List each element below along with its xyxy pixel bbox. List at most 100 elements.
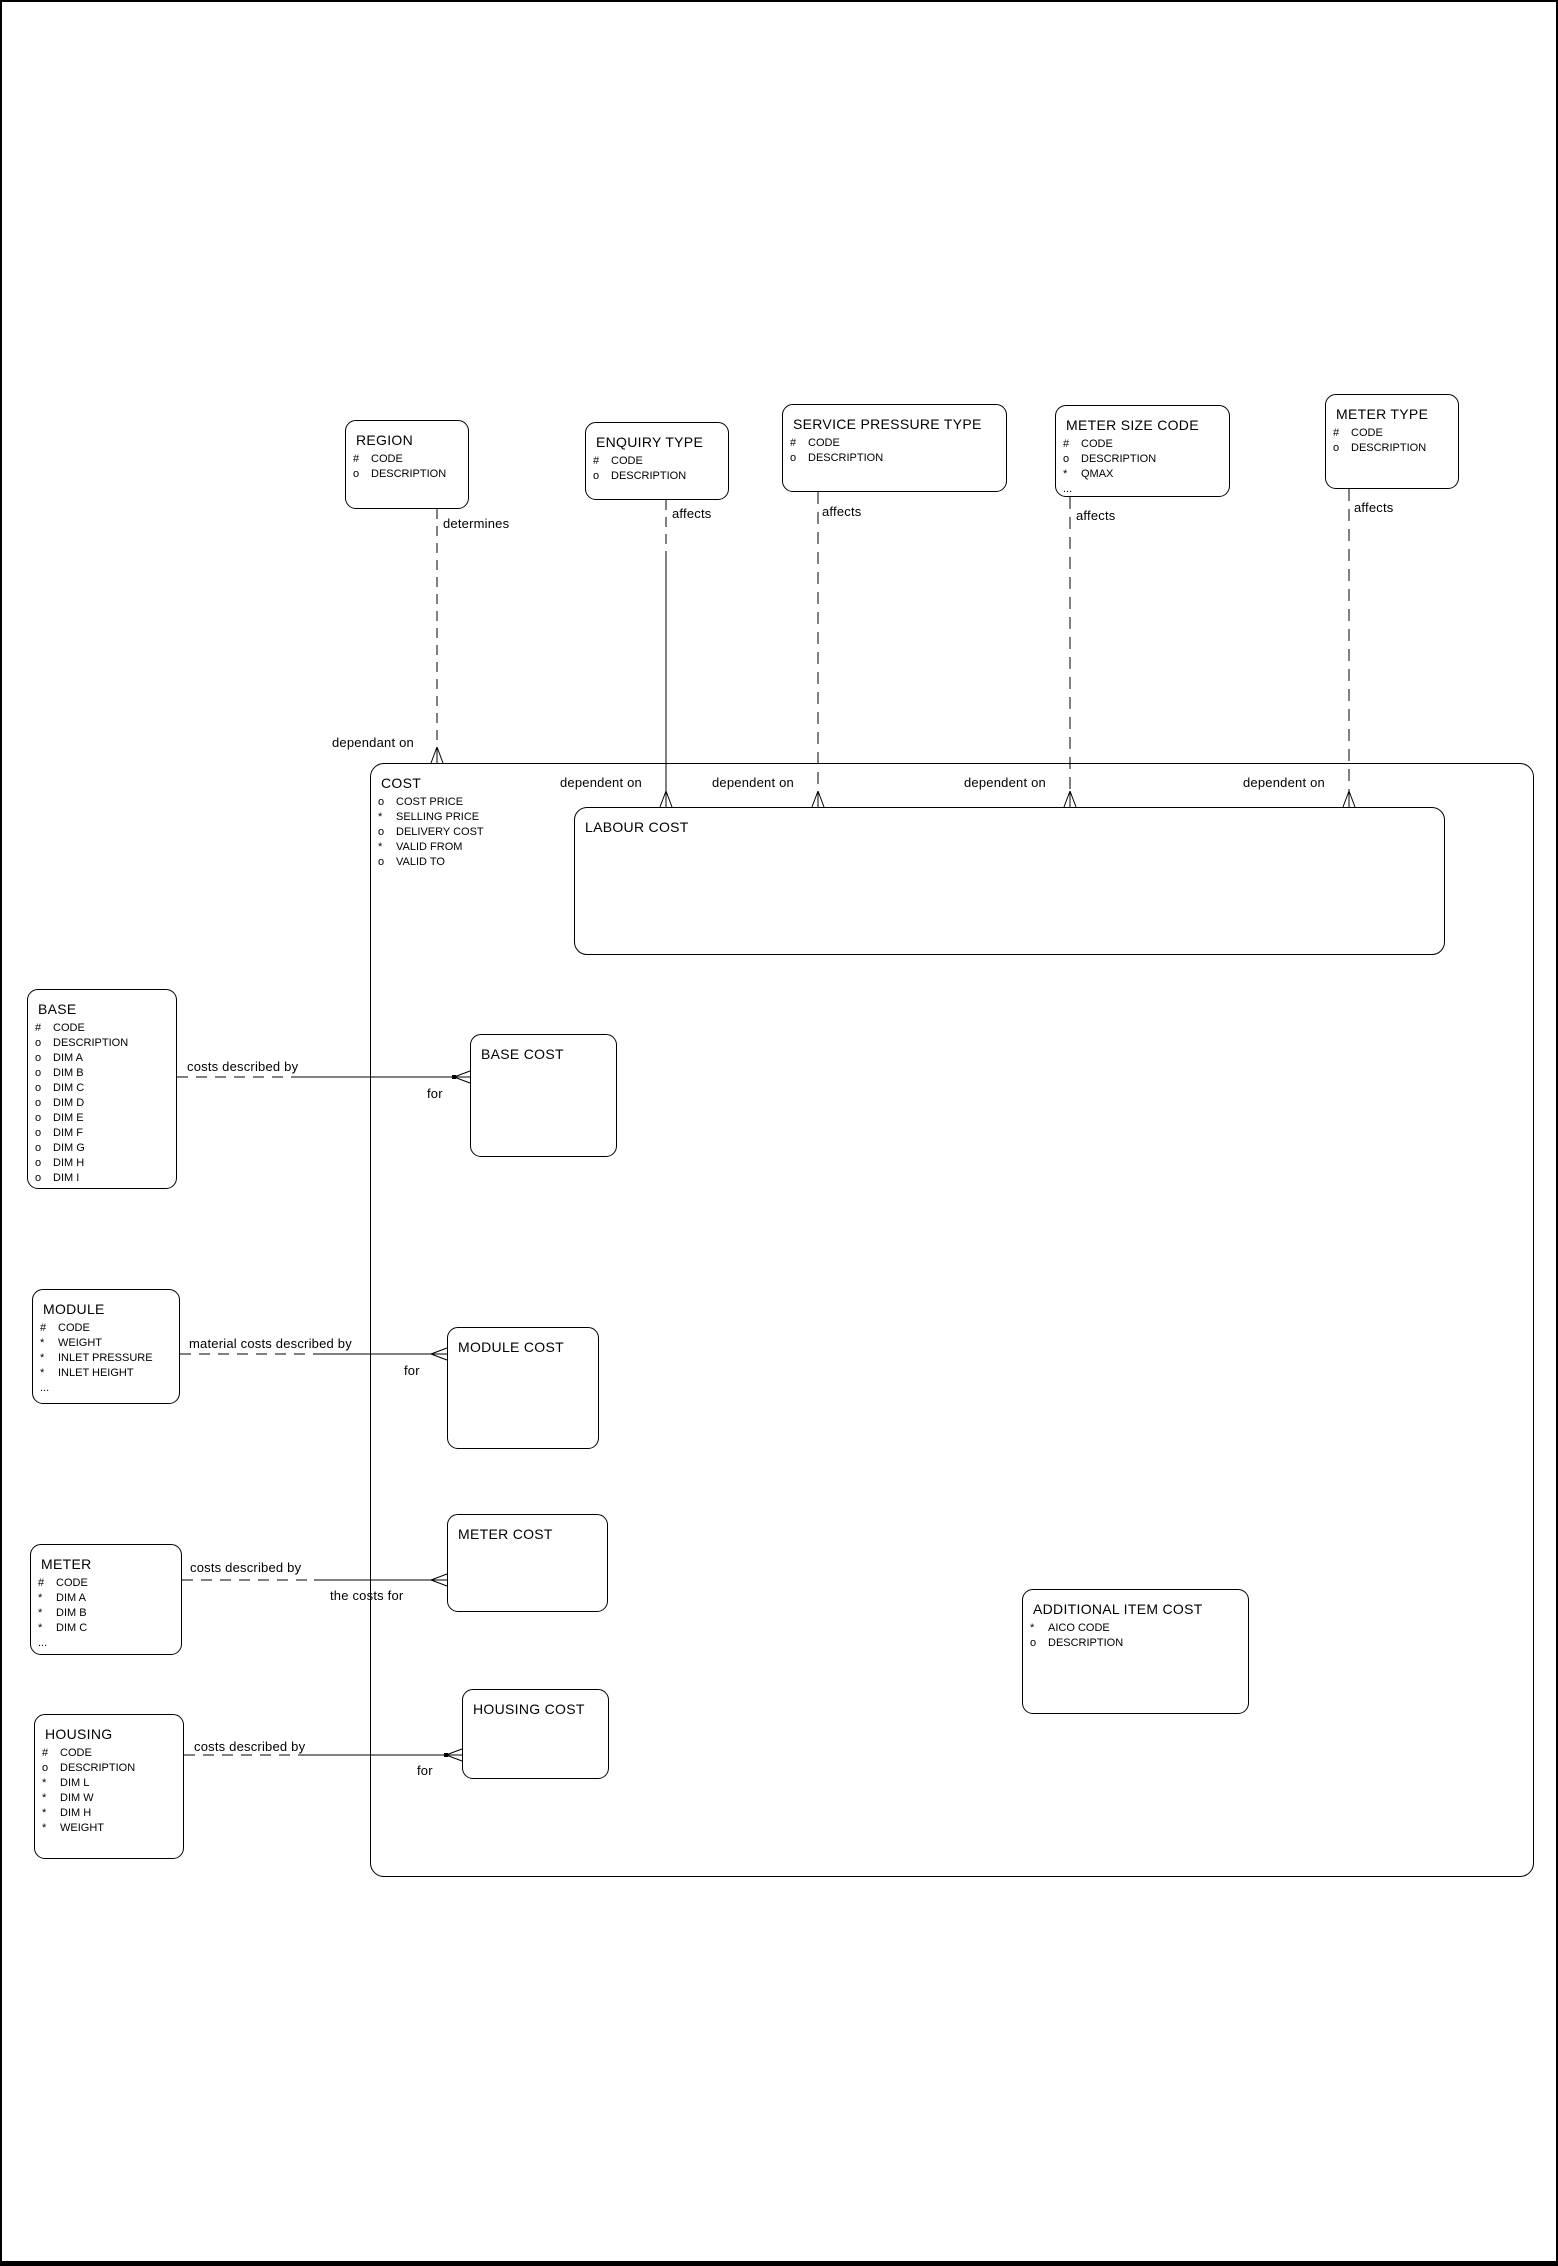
- attribute-row: *DIM W: [42, 1792, 94, 1804]
- entity-box-labour-cost[interactable]: LABOUR COST: [574, 807, 1445, 955]
- relationship-label-the-costs-for: the costs for: [330, 1588, 404, 1603]
- entity-title: METER SIZE CODE: [1066, 417, 1199, 433]
- entity-box-meter-cost[interactable]: METER COST: [447, 1514, 608, 1612]
- entity-title: ADDITIONAL ITEM COST: [1033, 1601, 1203, 1617]
- entity-title: METER TYPE: [1336, 406, 1429, 422]
- entity-title: METER: [41, 1556, 92, 1572]
- entity-title: REGION: [356, 432, 414, 448]
- entity-title: COST: [381, 775, 422, 791]
- relationship-label-affects: affects: [1354, 500, 1394, 515]
- crow-foot: [430, 746, 444, 764]
- attribute-row: *DIM A: [38, 1592, 86, 1604]
- attribute-row: *WEIGHT: [42, 1822, 104, 1834]
- attribute-row: *DIM C: [38, 1622, 88, 1634]
- entity-box-module-cost[interactable]: MODULE COST: [447, 1327, 599, 1449]
- relationship-line-region-cost[interactable]: [430, 509, 444, 764]
- entity-title: MODULE COST: [458, 1339, 564, 1355]
- relationship-label-for: for: [404, 1363, 420, 1378]
- attribute-row: #CODE: [40, 1322, 90, 1334]
- relationship-line-service-labour[interactable]: [811, 492, 825, 808]
- relationship-label-costs-described-by: costs described by: [187, 1059, 299, 1074]
- attribute-row: *DIM B: [38, 1607, 87, 1619]
- entity-box-module[interactable]: MODULE #CODE *WEIGHT *INLET PRESSURE *IN…: [32, 1289, 180, 1404]
- entity-title: SERVICE PRESSURE TYPE: [793, 416, 982, 432]
- attribute-row: ...: [40, 1382, 50, 1394]
- relationship-label-for: for: [427, 1086, 443, 1101]
- attribute-row: *WEIGHT: [40, 1337, 102, 1349]
- relationship-label-determines: determines: [443, 516, 510, 531]
- attribute-row: #CODE: [353, 453, 403, 465]
- entity-box-meter[interactable]: METER #CODE *DIM A *DIM B *DIM C ...: [30, 1544, 182, 1655]
- relationship-label-for: for: [417, 1763, 433, 1778]
- relationship-label-affects: affects: [1076, 508, 1116, 523]
- page-bottom-edge: [2, 2261, 1556, 2266]
- entity-box-housing-cost[interactable]: HOUSING COST: [462, 1689, 609, 1779]
- relationship-line-meter-type-labour[interactable]: [1342, 489, 1356, 808]
- attribute-row: #CODE: [38, 1577, 88, 1589]
- relationship-label-dependent-on: dependent on: [964, 775, 1046, 790]
- relationship-label-affects: affects: [822, 504, 862, 519]
- relationship-label-affects: affects: [672, 506, 712, 521]
- relationship-line-meter-size-labour[interactable]: [1063, 497, 1077, 808]
- attribute-row: #CODE: [42, 1747, 92, 1759]
- attribute-row: *SELLING PRICE: [378, 811, 480, 823]
- attribute-row: *AICO CODE: [1030, 1622, 1110, 1634]
- attribute-row: ...: [38, 1637, 48, 1649]
- entity-title: BASE COST: [481, 1046, 564, 1062]
- relationship-label-costs-described-by: costs described by: [194, 1739, 306, 1754]
- relationship-label-dependent-on: dependent on: [560, 775, 642, 790]
- attribute-row: *INLET PRESSURE: [40, 1352, 153, 1364]
- relationship-label-dependent-on: dependent on: [712, 775, 794, 790]
- relationship-label-dependant-on: dependant on: [332, 735, 414, 750]
- attribute-row: #CODE: [1333, 427, 1383, 439]
- relationship-label-costs-described-by: costs described by: [190, 1560, 302, 1575]
- relationship-label-material-costs-described-by: material costs described by: [189, 1336, 352, 1351]
- relationship-line-enquiry-labour[interactable]: [659, 500, 673, 808]
- entity-title: BASE: [38, 1001, 77, 1017]
- entity-title: METER COST: [458, 1526, 553, 1542]
- attribute-row: *VALID FROM: [378, 841, 463, 853]
- attribute-row: #CODE: [593, 455, 643, 467]
- entity-title: HOUSING: [45, 1726, 113, 1742]
- attribute-row: *DIM L: [42, 1777, 90, 1789]
- attribute-row: #CODE: [790, 437, 840, 449]
- attribute-row: #CODE: [1063, 438, 1113, 450]
- entity-box-base-cost[interactable]: BASE COST: [470, 1034, 617, 1157]
- attribute-row: ...: [1063, 483, 1073, 495]
- attribute-row: *QMAX: [1063, 468, 1114, 480]
- entity-title: ENQUIRY TYPE: [596, 434, 704, 450]
- entity-title: MODULE: [43, 1301, 105, 1317]
- entity-title: LABOUR COST: [585, 819, 689, 835]
- attribute-row: *DIM H: [42, 1807, 92, 1819]
- attribute-row: #CODE: [35, 1022, 85, 1034]
